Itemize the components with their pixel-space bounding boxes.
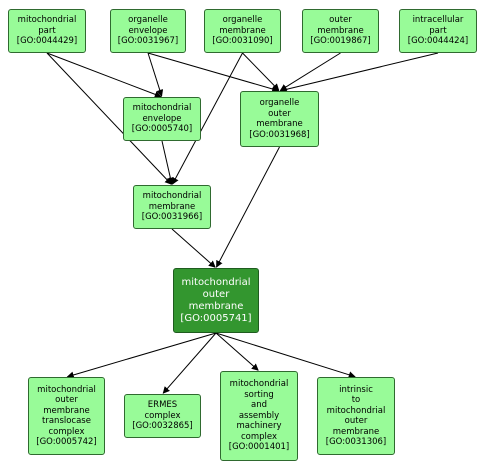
- edge-n31090-to-n31966: [172, 52, 243, 185]
- node-go-id: [GO:0005742]: [36, 437, 97, 447]
- node-label-line: complex: [240, 431, 278, 442]
- node-label-line: mitochondrial: [326, 405, 386, 416]
- node-label-line: complex: [144, 410, 181, 421]
- node-go-id: [GO:0044429]: [16, 36, 78, 47]
- node-go-id: [GO:0005741]: [180, 312, 252, 324]
- edge-n5740-to-n31966: [161, 140, 174, 185]
- node-mitochondrial-membrane[interactable]: mitochondrial membrane [GO:0031966]: [133, 185, 211, 229]
- node-mitochondrial-outer-membrane[interactable]: mitochondrial outer membrane [GO:0005741…: [173, 268, 259, 333]
- node-label-line: to: [351, 395, 361, 405]
- edge-n5741-to-n31306: [215, 332, 356, 379]
- edge-n31090-to-n31968: [242, 52, 280, 91]
- node-label-line: outer: [344, 416, 368, 426]
- edge-n31966-to-n5741: [171, 228, 216, 268]
- edge-n5741-to-n5742: [66, 332, 217, 379]
- node-label-line: organelle: [259, 98, 300, 108]
- node-mitochondrial-part[interactable]: mitochondrial part [GO:0044429]: [8, 9, 86, 53]
- node-label-line: intracellular: [412, 15, 464, 26]
- edge-n31967-to-n31968: [147, 52, 280, 93]
- node-label-line: translocase: [42, 416, 91, 426]
- node-label-line: sorting: [244, 389, 274, 400]
- node-label-line: mitochondrial: [229, 379, 289, 390]
- node-label-line: membrane: [256, 119, 303, 129]
- node-label-line: part: [38, 25, 56, 36]
- node-go-id: [GO:0001401]: [228, 442, 290, 453]
- edge-n5741-to-n32865: [162, 332, 217, 394]
- node-label-line: part: [429, 25, 447, 36]
- node-label-line: membrane: [188, 300, 244, 312]
- node-label-line: ERMES: [147, 400, 178, 411]
- node-label-line: and: [251, 400, 267, 411]
- node-label-line: outer: [55, 395, 78, 405]
- node-label-line: membrane: [317, 25, 364, 36]
- node-label-line: membrane: [148, 201, 196, 212]
- node-organelle-membrane[interactable]: organelle membrane [GO:0031090]: [204, 9, 281, 53]
- node-go-id: [GO:0031966]: [141, 212, 203, 223]
- edge-n31967-to-n5740: [147, 52, 164, 97]
- node-label-line: mitochondrial: [37, 384, 96, 395]
- node-label-line: mitochondrial: [132, 103, 192, 114]
- node-mitochondrial-sorting-assembly-machinery-complex[interactable]: mitochondrial sorting and assembly machi…: [220, 371, 298, 461]
- node-organelle-outer-membrane[interactable]: organelle outer membrane [GO:0031968]: [240, 91, 319, 147]
- node-label-line: outer: [202, 288, 230, 300]
- node-label-line: mitochondrial: [181, 276, 251, 288]
- node-go-id: [GO:0031306]: [325, 437, 387, 447]
- node-label-line: envelope: [128, 25, 168, 36]
- node-organelle-envelope[interactable]: organelle envelope [GO:0031967]: [110, 9, 186, 53]
- node-go-id: [GO:0005740]: [131, 124, 193, 135]
- node-label-line: mitochondrial: [17, 15, 77, 26]
- node-label-line: outer: [329, 15, 352, 26]
- node-intracellular-part[interactable]: intracellular part [GO:0044424]: [399, 9, 477, 53]
- node-mitochondrial-envelope[interactable]: mitochondrial envelope [GO:0005740]: [123, 97, 201, 141]
- edge-n31968-to-n5741: [216, 146, 280, 268]
- node-label-line: assembly: [238, 410, 280, 421]
- node-label-line: envelope: [142, 113, 182, 124]
- node-label-line: mitochondrial: [142, 191, 202, 202]
- node-go-id: [GO:0019867]: [310, 36, 371, 47]
- node-go-id: [GO:0031968]: [249, 129, 310, 140]
- edge-n5741-to-n1401: [215, 332, 259, 371]
- node-go-id: [GO:0031967]: [117, 36, 179, 47]
- edge-n44429-to-n31966: [46, 52, 172, 185]
- node-outer-membrane[interactable]: outer membrane [GO:0019867]: [302, 9, 379, 53]
- node-mitochondrial-outer-membrane-translocase-complex[interactable]: mitochondrial outer membrane translocase…: [28, 377, 105, 455]
- node-label-line: membrane: [43, 405, 90, 416]
- node-intrinsic-to-mitochondrial-outer-membrane[interactable]: intrinsic to mitochondrial outer membran…: [317, 377, 395, 455]
- edge-n44429-to-n5740: [46, 52, 162, 98]
- edge-n44424-to-n31968: [279, 52, 439, 93]
- node-label-line: machinery: [236, 421, 282, 432]
- node-go-id: [GO:0031090]: [212, 36, 273, 47]
- node-label-line: membrane: [219, 25, 266, 36]
- node-label-line: membrane: [332, 426, 380, 437]
- node-label-line: organelle: [222, 15, 263, 26]
- node-label-line: intrinsic: [339, 384, 373, 395]
- node-label-line: outer: [268, 108, 291, 119]
- edge-n19867-to-n31968: [279, 52, 341, 91]
- node-go-id: [GO:0032865]: [132, 421, 193, 432]
- node-ermes-complex[interactable]: ERMES complex [GO:0032865]: [124, 394, 201, 438]
- node-label-line: complex: [48, 426, 85, 437]
- node-go-id: [GO:0044424]: [407, 36, 469, 47]
- node-label-line: organelle: [128, 15, 168, 26]
